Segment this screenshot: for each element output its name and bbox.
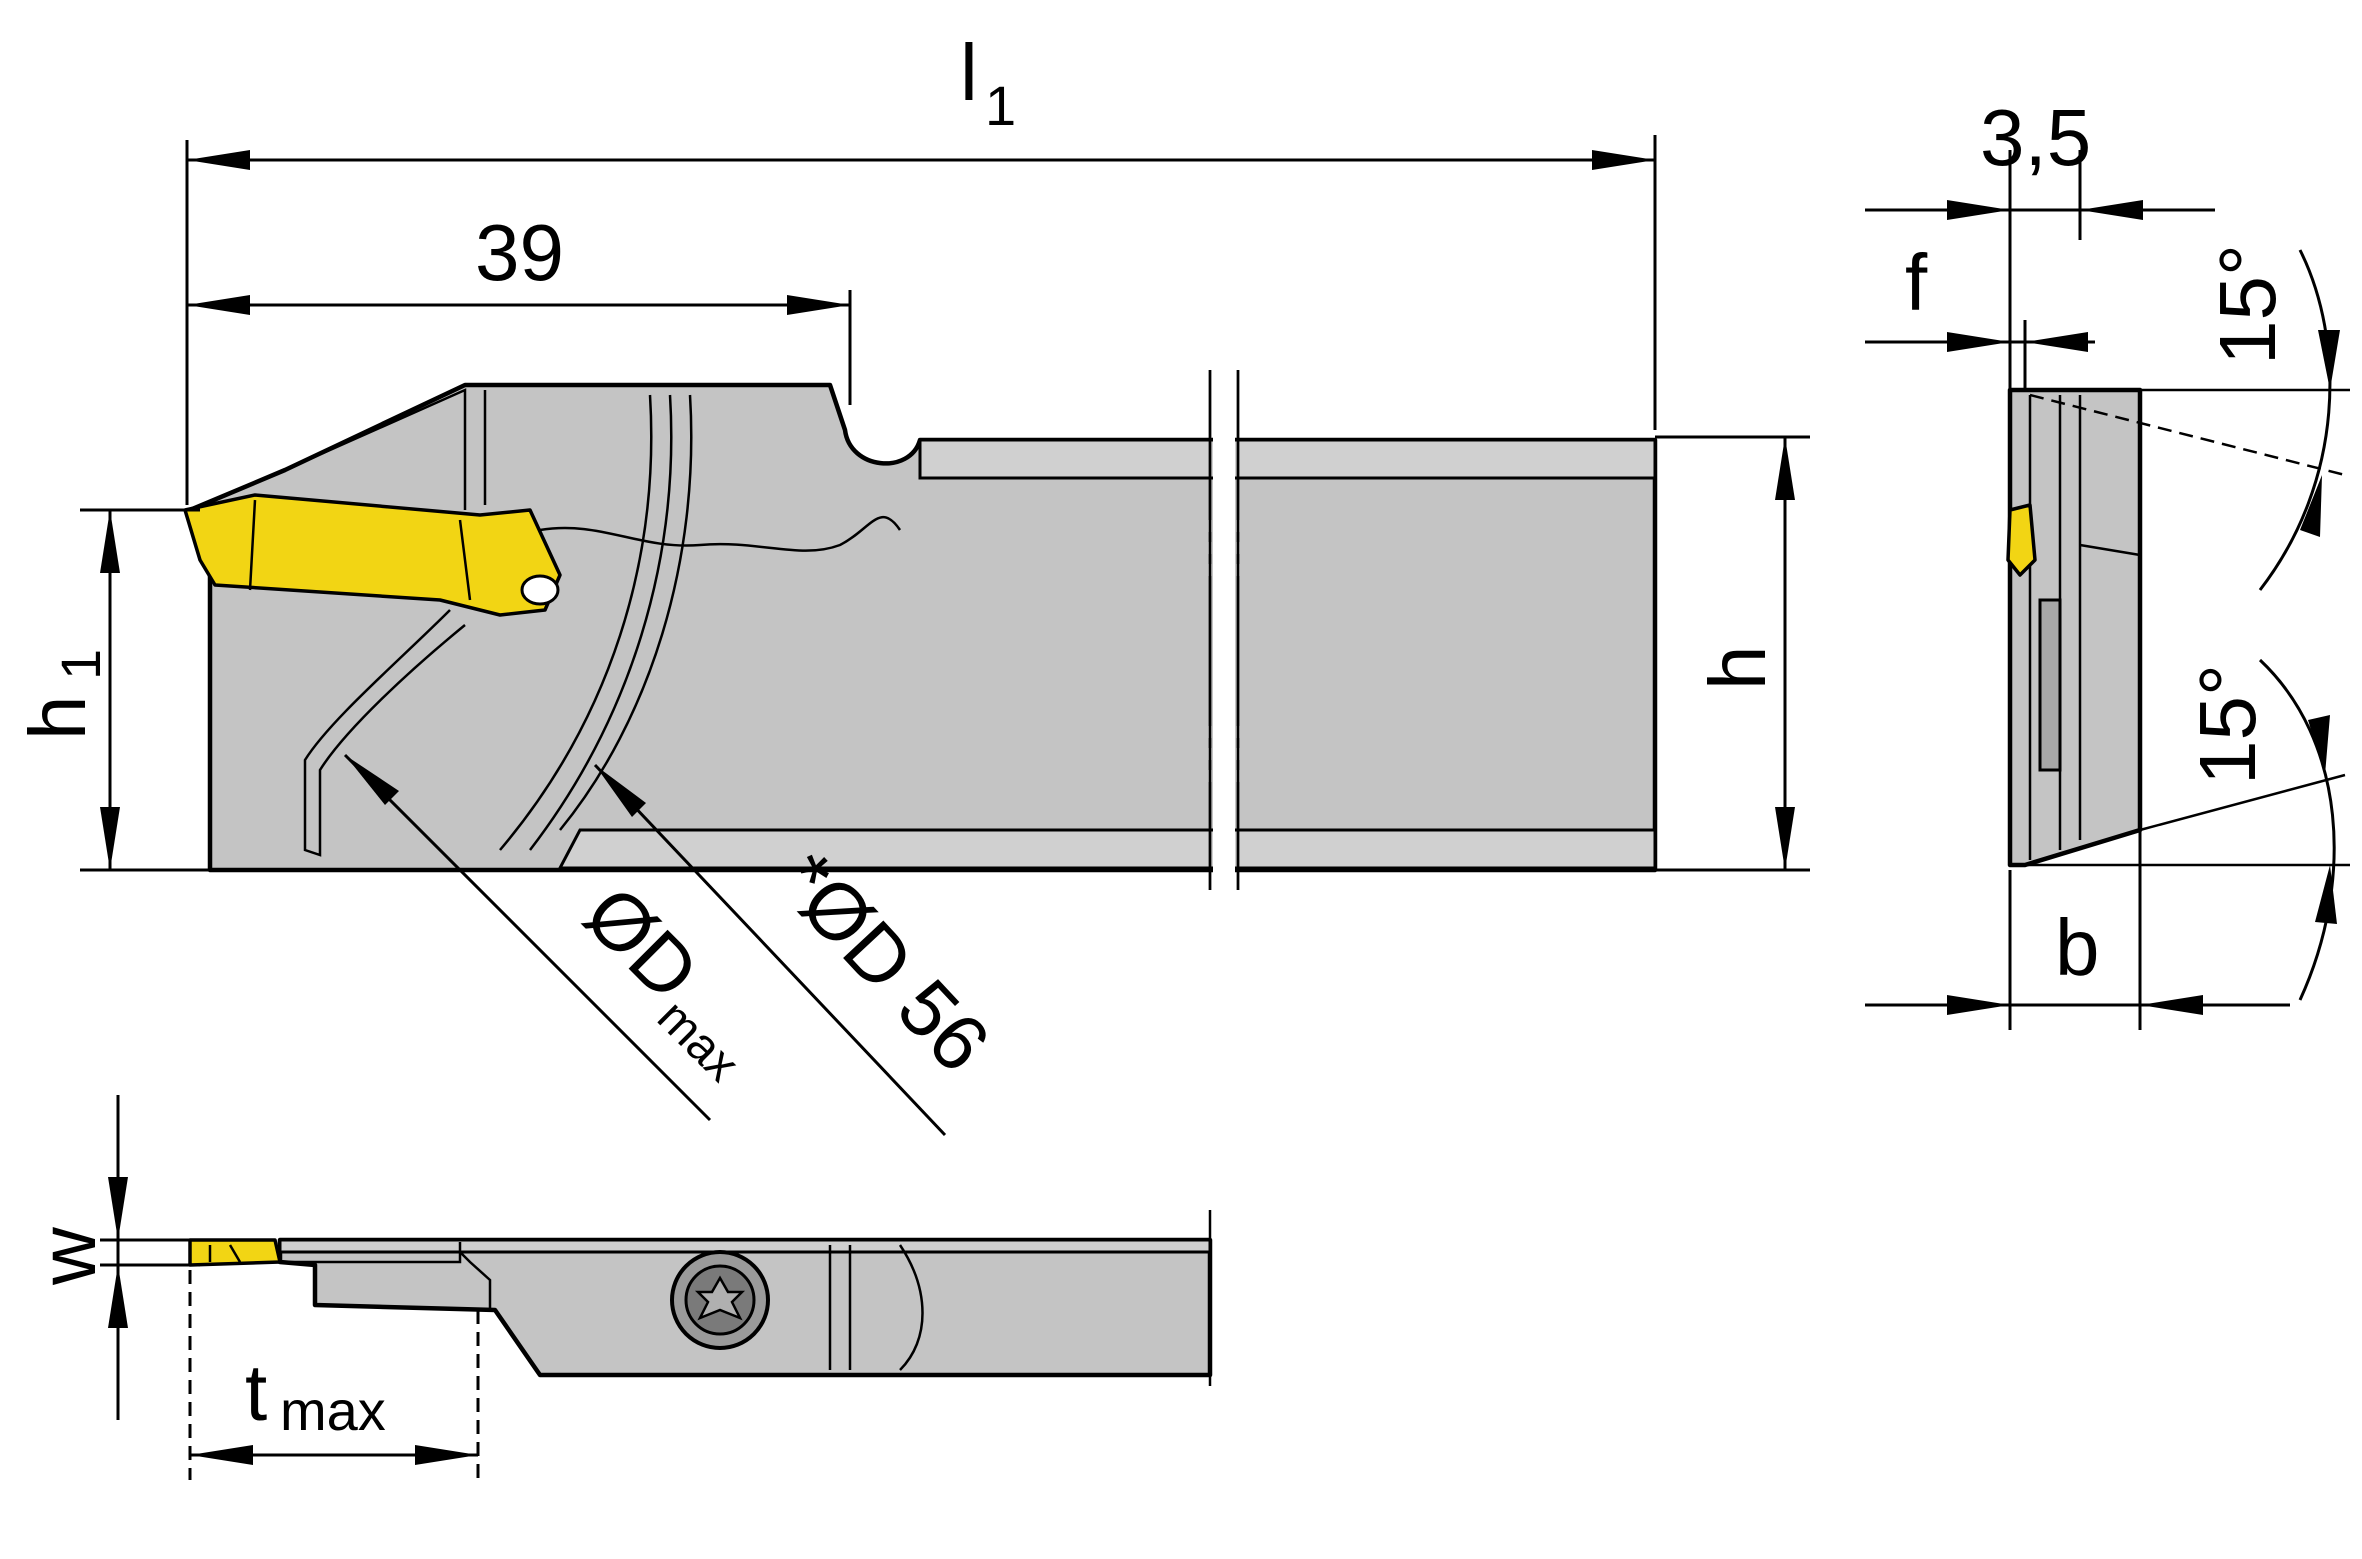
l1-label: l — [960, 28, 978, 117]
d56-arc-outer — [499, 394, 653, 851]
w-label: w — [23, 1227, 112, 1286]
dmax-arc — [303, 609, 466, 857]
h1-subscript: 1 — [49, 649, 112, 680]
b-label: b — [2055, 903, 2100, 992]
dimension-3-5-label: 3,5 — [1980, 93, 2091, 182]
angle-top-label: 15° — [2203, 244, 2292, 365]
tmax-label: t — [245, 1348, 267, 1437]
side-view: l 1 39 h h 1 ØD max *ØD 56 — [13, 28, 1810, 1137]
f-label: f — [1905, 238, 1928, 327]
end-view: 3,5 f b 15° 15° — [1865, 93, 2350, 1030]
h-label: h — [1693, 646, 1782, 691]
cutting-insert-side — [183, 493, 562, 617]
holder-top-band — [918, 438, 1657, 480]
d56-label: *ØD 56 — [763, 836, 1007, 1089]
dmax-label: ØD — [568, 869, 716, 1017]
holder-bottom-band — [557, 828, 1657, 870]
angle-bottom-label: 15° — [2183, 664, 2272, 785]
dimension-39-label: 39 — [475, 208, 564, 297]
clamp-spring — [539, 516, 902, 552]
top-view: w t max — [23, 1095, 1213, 1480]
tmax-subscript: max — [280, 1379, 386, 1442]
d56-arc-inner — [559, 394, 693, 831]
h1-label: h — [13, 696, 102, 741]
d56-arc-mid — [529, 394, 673, 851]
cutting-insert-end — [2006, 503, 2037, 577]
l1-subscript: 1 — [985, 74, 1016, 137]
blade-contour — [284, 388, 487, 510]
